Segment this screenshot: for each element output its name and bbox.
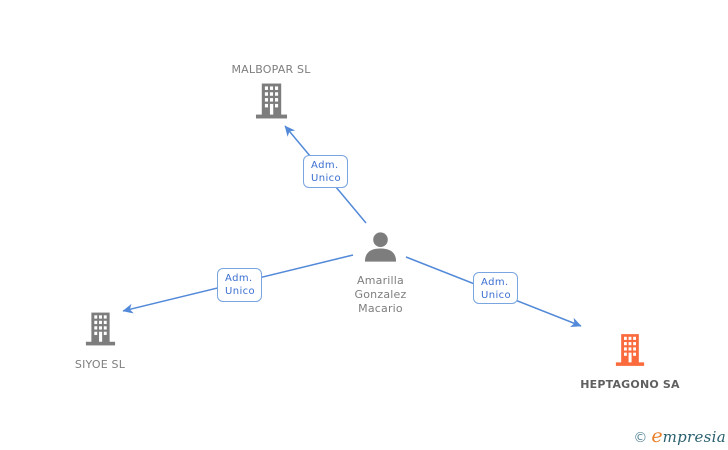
- building-icon: [85, 311, 116, 351]
- person-icon: [363, 232, 398, 266]
- relationship-label-line: Adm.: [225, 273, 253, 284]
- copyright-symbol: ©: [633, 430, 648, 446]
- relationship-label-heptagono: Adm. Unico: [473, 272, 518, 304]
- company-label: SIYOE SL: [74, 358, 126, 371]
- relationship-label-line: Unico: [225, 286, 256, 297]
- person-label: Amarilla Gonzalez Macario: [355, 274, 407, 316]
- empresia-logo-text: mpresia: [662, 428, 726, 446]
- relationship-label-line: Adm.: [481, 277, 509, 288]
- empresia-logo-initial: e: [651, 425, 663, 447]
- building-icon: [255, 83, 288, 123]
- company-node-malbopar[interactable]: MALBOPAR SL: [211, 63, 331, 123]
- relationship-label-malbopar: Adm. Unico: [303, 155, 348, 188]
- empresia-logo[interactable]: © e mpresia: [633, 425, 726, 447]
- company-label: MALBOPAR SL: [231, 63, 311, 76]
- person-name-line: Macario: [358, 302, 403, 315]
- company-label: HEPTAGONO SA: [580, 378, 680, 391]
- relationship-label-line: Unico: [481, 290, 512, 301]
- person-name-line: Amarilla: [356, 274, 404, 287]
- building-icon: [615, 332, 645, 372]
- relationship-label-line: Adm.: [311, 160, 339, 171]
- company-node-siyoe[interactable]: SIYOE SL: [40, 311, 160, 371]
- company-node-heptagono[interactable]: HEPTAGONO SA: [570, 332, 690, 391]
- relationship-label-siyoe: Adm. Unico: [217, 268, 262, 302]
- person-name-line: Gonzalez: [354, 288, 407, 301]
- relationship-label-line: Unico: [311, 173, 342, 184]
- person-node-amarilla-gonzalez-macario[interactable]: Amarilla Gonzalez Macario: [319, 232, 442, 316]
